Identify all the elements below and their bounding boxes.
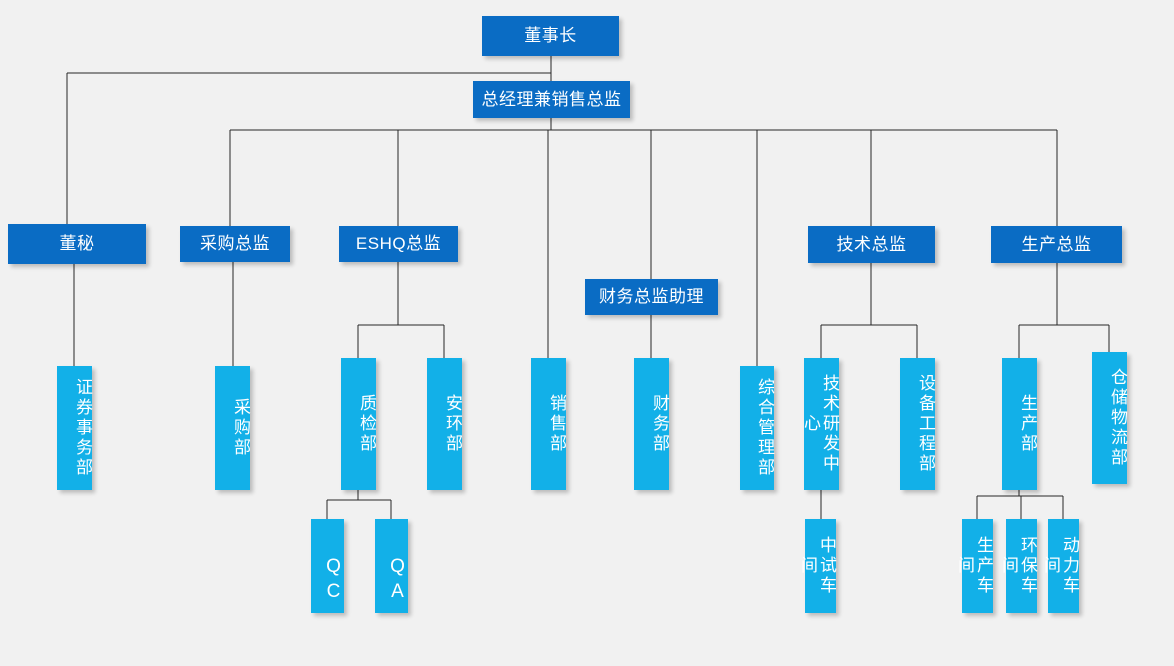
node-label: 技术研发中心 <box>800 374 839 474</box>
node-label: 销售部 <box>547 394 566 454</box>
node-label: ESHQ总监 <box>355 234 442 254</box>
node-label: 证券事务部 <box>73 378 92 478</box>
node-general-management-dept[interactable]: 综合管理部 <box>740 366 774 490</box>
node-environmental-workshop[interactable]: 环保车间 <box>999 519 1037 613</box>
node-production-dept[interactable]: 生产部 <box>1002 358 1037 490</box>
node-label: 仓储物流部 <box>1108 368 1127 468</box>
node-label: 综合管理部 <box>755 378 774 478</box>
node-qa[interactable]: QA <box>375 519 408 613</box>
node-label: 采购部 <box>231 398 250 458</box>
node-label: 财务部 <box>650 394 669 454</box>
node-label: 生产部 <box>1018 394 1037 454</box>
node-eshq-director[interactable]: ESHQ总监 <box>339 226 458 262</box>
node-safety-environment-dept[interactable]: 安环部 <box>427 358 462 490</box>
node-production-director[interactable]: 生产总监 <box>991 226 1122 263</box>
node-label: 董事长 <box>524 26 577 46</box>
node-label: 质检部 <box>357 394 376 454</box>
node-label: 安环部 <box>443 394 462 454</box>
node-power-workshop[interactable]: 动力车间 <box>1041 519 1079 613</box>
node-securities-affairs-dept[interactable]: 证券事务部 <box>57 366 92 490</box>
node-label: 中试车间 <box>797 536 836 596</box>
node-label: 总经理兼销售总监 <box>481 89 622 109</box>
node-purchasing-dept[interactable]: 采购部 <box>215 366 250 490</box>
node-chairman[interactable]: 董事长 <box>482 16 619 56</box>
node-purchasing-director[interactable]: 采购总监 <box>180 226 290 262</box>
node-production-workshop[interactable]: 生产车间 <box>955 519 993 613</box>
node-label: 生产车间 <box>954 536 993 596</box>
node-label: QC <box>323 556 344 606</box>
node-finance-dept[interactable]: 财务部 <box>634 358 669 490</box>
node-technical-director[interactable]: 技术总监 <box>808 226 935 263</box>
node-label: 设备工程部 <box>916 374 935 474</box>
node-gm-sales-director[interactable]: 总经理兼销售总监 <box>473 81 630 118</box>
node-label: 动力车间 <box>1040 536 1079 596</box>
node-label: 技术总监 <box>836 234 907 254</box>
node-equipment-engineering-dept[interactable]: 设备工程部 <box>900 358 935 490</box>
node-warehouse-logistics-dept[interactable]: 仓储物流部 <box>1092 352 1127 484</box>
node-label: QA <box>387 556 408 606</box>
node-pilot-workshop[interactable]: 中试车间 <box>798 519 836 613</box>
node-label: 生产总监 <box>1021 234 1092 254</box>
node-label: 采购总监 <box>200 234 270 254</box>
node-label: 财务总监助理 <box>599 287 704 307</box>
node-finance-director-assistant[interactable]: 财务总监助理 <box>585 279 718 315</box>
node-qc[interactable]: QC <box>311 519 344 613</box>
node-label: 环保车间 <box>998 536 1037 596</box>
node-rnd-center[interactable]: 技术研发中心 <box>800 358 839 490</box>
node-quality-inspection-dept[interactable]: 质检部 <box>341 358 376 490</box>
node-board-secretary[interactable]: 董秘 <box>8 224 146 264</box>
node-sales-dept[interactable]: 销售部 <box>531 358 566 490</box>
node-label: 董秘 <box>59 234 95 254</box>
